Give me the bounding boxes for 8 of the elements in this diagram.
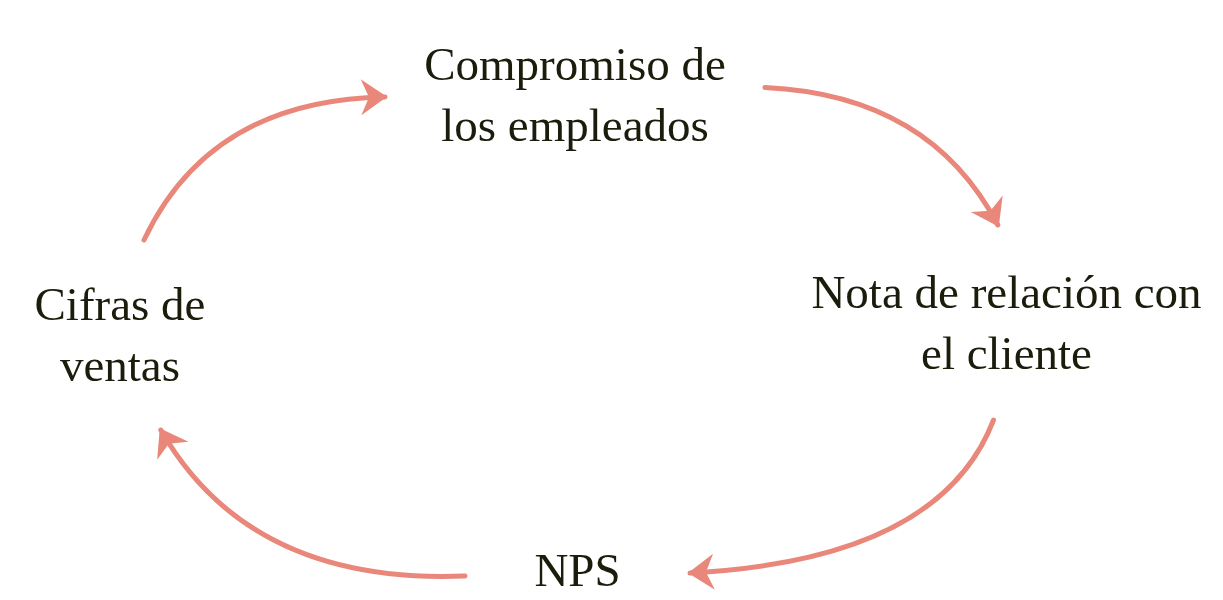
arrow <box>687 417 996 590</box>
arrow <box>141 80 388 243</box>
node-label: Compromiso de los empleados <box>423 37 727 153</box>
node-label: Nota de relación con el cliente <box>810 264 1203 381</box>
arrow <box>158 427 468 579</box>
node-label: NPS <box>534 542 621 598</box>
node-label: Cifras de ventas <box>33 277 207 393</box>
arrow <box>762 84 1002 228</box>
